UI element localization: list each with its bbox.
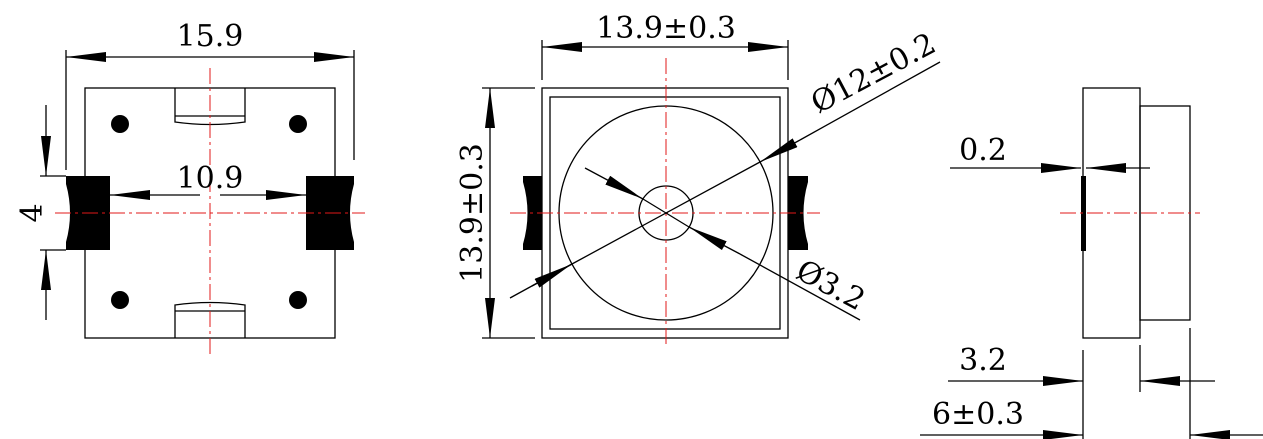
dim-arrow: [688, 226, 741, 255]
dim-terminal-thickness: 0.2: [959, 133, 1007, 168]
side-view: 0.2 3.2 6±0.3: [920, 87, 1263, 439]
dim-arrow: [759, 138, 801, 163]
bottom-notch: [174, 301, 246, 338]
leader-line: [799, 61, 941, 141]
terminal: [1081, 176, 1086, 251]
corner-dot: [289, 291, 307, 309]
dim-arrow: [531, 263, 573, 288]
dim-inner-diameter: Ø3.2: [790, 253, 870, 318]
corner-dot: [289, 115, 307, 133]
corner-dot: [111, 115, 129, 133]
dim-top-width: 13.9±0.3: [596, 11, 736, 46]
right-pad: [788, 176, 808, 250]
dim-pad-height: 4: [15, 203, 50, 222]
leader-line: [642, 198, 690, 228]
leader-line: [739, 253, 861, 321]
top-view: 13.9±0.3 13.9±0.3 Ø12±0.2 Ø3.2: [455, 11, 942, 345]
dim-outer-diameter: Ø12±0.2: [805, 26, 941, 121]
bottom-view: 15.9 10.9 4: [15, 19, 365, 355]
dim-arrow: [584, 167, 644, 200]
dim-top-height: 13.9±0.3: [455, 143, 490, 283]
dim-total-depth: 6±0.3: [932, 397, 1024, 432]
dim-bottom-width: 15.9: [177, 19, 244, 54]
dim-body-depth: 3.2: [959, 343, 1007, 378]
dim-pad-spacing: 10.9: [177, 161, 244, 196]
corner-dot: [111, 291, 129, 309]
